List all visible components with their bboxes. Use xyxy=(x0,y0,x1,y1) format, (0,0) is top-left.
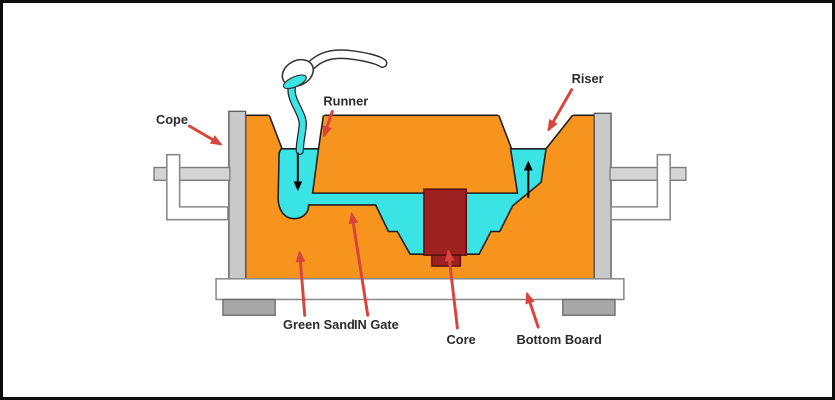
core-pointer-arrow xyxy=(444,249,459,330)
right-clamp-bar xyxy=(609,166,687,181)
riser-slope-outline xyxy=(498,114,574,150)
left-foot xyxy=(222,298,276,316)
core-print xyxy=(430,254,462,267)
right-flask-wall xyxy=(593,112,612,281)
in-gate-pointer-arrow xyxy=(348,211,370,317)
pour-basin-opening xyxy=(268,113,325,149)
left-clamp-bar xyxy=(153,166,231,181)
label-green-sand: Green Sand xyxy=(283,317,355,332)
casting-mold-diagram: Cope Runner Riser Green Sand IN Gate Cor… xyxy=(153,49,687,347)
left-clamp-bracket xyxy=(166,153,229,221)
label-core: Core xyxy=(447,332,476,347)
core-block xyxy=(423,188,468,256)
label-riser: Riser xyxy=(572,71,604,86)
green-sand-pointer-arrow xyxy=(295,250,307,317)
label-in-gate: IN Gate xyxy=(354,317,399,332)
cope-pointer-arrow xyxy=(187,124,223,146)
molten-metal xyxy=(277,147,547,255)
left-flask-wall xyxy=(228,110,247,281)
label-runner: Runner xyxy=(323,93,368,108)
bottom-board xyxy=(215,278,625,301)
right-clamp-bracket xyxy=(610,153,671,221)
right-foot xyxy=(562,298,616,316)
label-bottom-board: Bottom Board xyxy=(516,332,601,347)
ladle-liquid xyxy=(282,74,307,90)
riser-pointer-arrow xyxy=(547,88,574,132)
bottom-board-pointer-arrow xyxy=(525,291,540,329)
label-cope: Cope xyxy=(156,112,188,127)
runner-pointer-arrow xyxy=(322,109,334,138)
basin-slope-outline xyxy=(268,115,325,150)
ladle-handle xyxy=(304,50,386,73)
pour-stream xyxy=(288,83,306,154)
